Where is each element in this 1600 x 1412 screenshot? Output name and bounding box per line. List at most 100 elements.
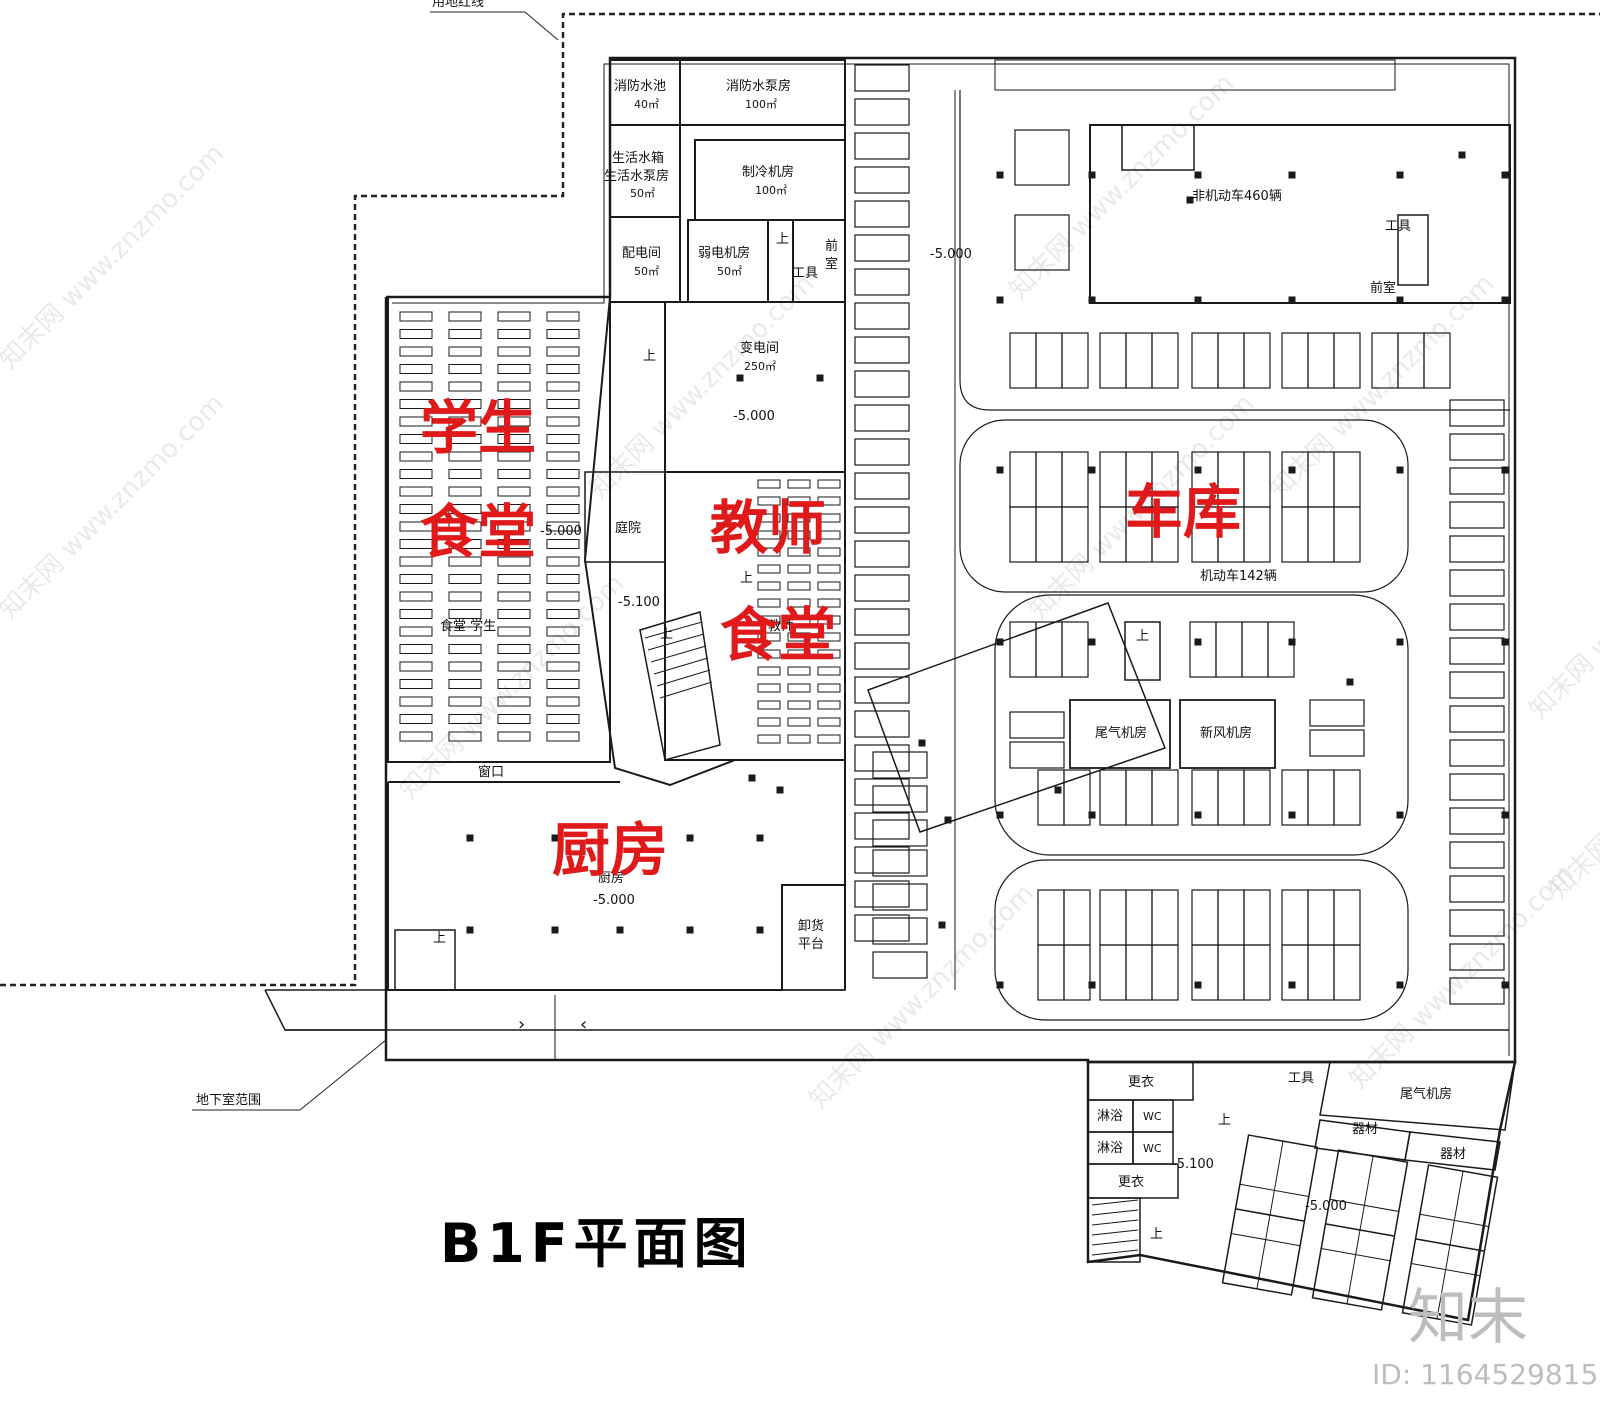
- court-service-line: [1321, 1248, 1391, 1262]
- column: [1288, 296, 1296, 304]
- big-red-labels: 学生 食堂 教师 食堂 车库 厨房: [420, 394, 1241, 884]
- column: [1088, 638, 1096, 646]
- label-elev: -5.000: [930, 247, 972, 262]
- parking-stall: [1151, 506, 1179, 563]
- dining-table: [497, 539, 531, 549]
- column: [466, 926, 474, 934]
- label-equipment: 器材: [1352, 1122, 1378, 1137]
- dining-table: [497, 346, 531, 357]
- column: [1194, 981, 1202, 989]
- column: [1501, 171, 1509, 179]
- column: [1186, 196, 1194, 204]
- parking-stall: [1061, 451, 1089, 508]
- parking-stall: [854, 710, 910, 738]
- dining-table: [399, 486, 433, 497]
- dining-table: [448, 434, 482, 444]
- court-service-line: [1329, 1198, 1399, 1212]
- label-elev: -5.000: [540, 524, 582, 539]
- label-substation: 变电间: [740, 340, 779, 356]
- parking-stall: [854, 608, 910, 636]
- parking-stall: [1449, 603, 1505, 631]
- parking-stall: [1449, 909, 1505, 937]
- column: [1194, 171, 1202, 179]
- parking-stall: [1151, 944, 1179, 1001]
- parking-stall: [1063, 769, 1091, 826]
- dining-table: [497, 504, 531, 514]
- column: [1194, 811, 1202, 819]
- big-label-student-2: 食堂: [420, 498, 536, 566]
- label-shower: 淋浴: [1097, 1141, 1123, 1156]
- parking-stall: [1243, 769, 1271, 826]
- dining-table: [546, 539, 580, 549]
- column: [1088, 981, 1096, 989]
- parking-stall: [854, 370, 910, 398]
- dining-table: [546, 399, 580, 409]
- parking-stall: [1449, 943, 1505, 971]
- parking-stall: [1217, 332, 1245, 389]
- rotated-room: [867, 602, 1166, 833]
- parking-stall: [1014, 214, 1070, 271]
- parking-stall: [1281, 944, 1309, 1001]
- column: [816, 374, 824, 382]
- parking-stall: [1423, 332, 1451, 389]
- parking-stall: [854, 812, 910, 840]
- parking-stall: [1243, 506, 1271, 563]
- dining-table: [497, 381, 531, 392]
- column: [1396, 171, 1404, 179]
- parking-stall: [854, 64, 910, 92]
- parking-stall: [1215, 621, 1243, 678]
- label-changing: 更衣: [1118, 1174, 1144, 1190]
- dining-table: [787, 496, 811, 506]
- dining-table: [497, 626, 531, 637]
- label-car-parking: 机动车142辆: [1200, 568, 1277, 584]
- column: [996, 638, 1004, 646]
- dining-table: [497, 574, 531, 584]
- column: [1288, 811, 1296, 819]
- parking-stall: [1281, 889, 1309, 946]
- badminton-courts: [1221, 1134, 1499, 1326]
- label-chiller-area: 100㎡: [755, 184, 787, 197]
- dining-table: [757, 564, 781, 574]
- dining-table: [448, 696, 482, 707]
- label-fire-pool-area: 40㎡: [634, 98, 659, 111]
- parking-stall: [1307, 944, 1335, 1001]
- parking-stall: [854, 302, 910, 330]
- dining-table: [448, 381, 482, 392]
- parking-stall: [1333, 451, 1361, 508]
- basement-range-leader: [299, 1039, 387, 1111]
- label-unload-1: 卸货: [798, 918, 824, 934]
- column: [996, 296, 1004, 304]
- label-water-pump: 生活水泵房: [604, 168, 669, 184]
- basement-range-label: 地下室范围: [196, 1092, 261, 1108]
- parking-stall: [1009, 711, 1065, 739]
- exhaust-room: [1069, 699, 1171, 769]
- parking-stall: [854, 166, 910, 194]
- dining-table: [817, 581, 841, 591]
- dining-table: [399, 311, 433, 322]
- parking-stall: [1061, 506, 1089, 563]
- structural-columns: [466, 151, 1509, 989]
- parking-stall: [854, 268, 910, 296]
- parking-stall: [1063, 889, 1091, 946]
- car-stair: [1124, 621, 1161, 681]
- dining-table: [448, 521, 482, 532]
- parking-stall: [854, 574, 910, 602]
- dining-table: [546, 696, 580, 707]
- column: [1501, 981, 1509, 989]
- image-id: ID: 1164529815: [1372, 1358, 1598, 1391]
- dining-table: [448, 399, 482, 409]
- parking-stall: [1125, 889, 1153, 946]
- dining-table: [497, 591, 531, 602]
- parking-stall: [854, 914, 910, 942]
- parking-stall: [1307, 769, 1335, 826]
- dining-table: [448, 311, 482, 322]
- parking-stall: [1061, 621, 1089, 678]
- label-window: 窗口: [478, 764, 504, 780]
- dining-table: [497, 434, 531, 444]
- label-substation-area: 250㎡: [744, 360, 776, 373]
- label-fire-pump: 消防水泵房: [726, 78, 791, 94]
- dining-table: [546, 434, 580, 444]
- parking-stall: [1243, 332, 1271, 389]
- watermark-text: 知末网 www.znzmo.com: [1524, 489, 1600, 725]
- label-unload-2: 平台: [798, 937, 824, 952]
